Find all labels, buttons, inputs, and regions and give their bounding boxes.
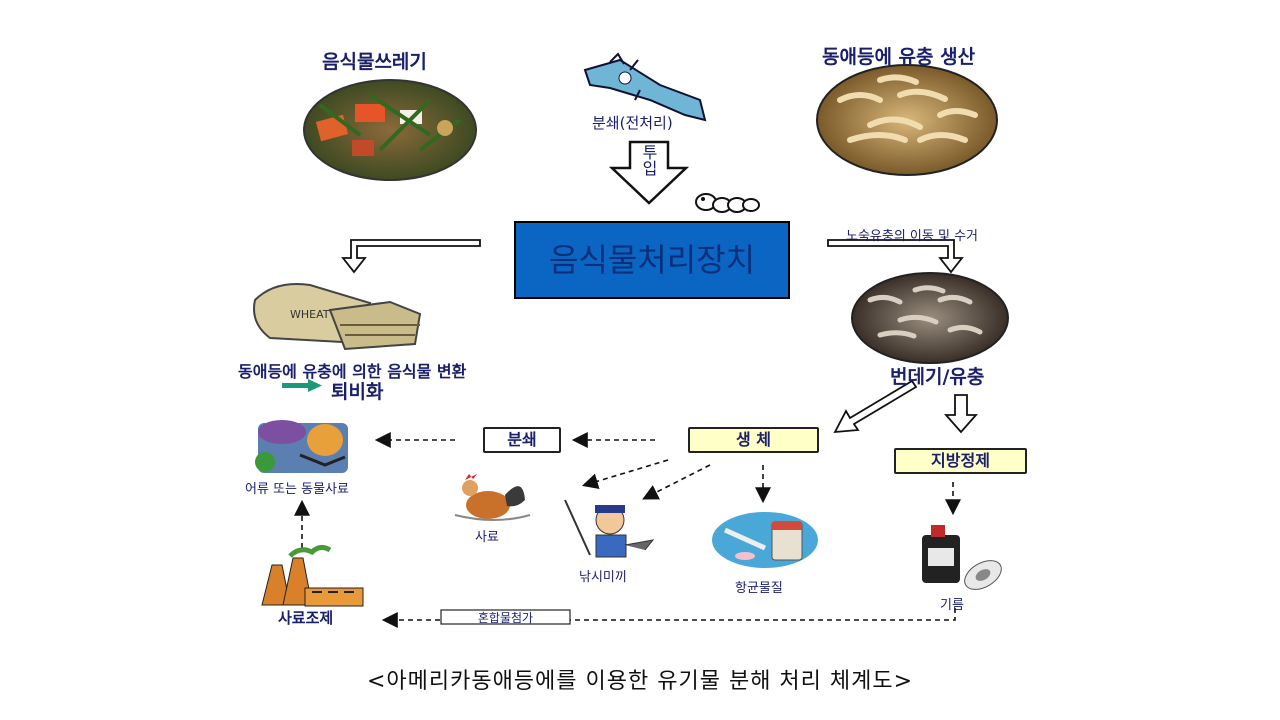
- larva-image: [816, 64, 998, 176]
- mixture-box: [440, 609, 571, 625]
- feed-manufacture-label: 사료조제: [278, 609, 334, 627]
- living-box: 생 체: [688, 427, 819, 453]
- factory-image: [261, 544, 364, 607]
- pupa-to-fat-arrow: [944, 394, 978, 434]
- insert-label: 투입: [642, 143, 658, 178]
- diagram-caption: <아메리카동애등에를 이용한 유기물 분해 처리 체계도>: [366, 669, 914, 694]
- bait-label: 낚시미끼: [579, 570, 627, 585]
- compost-arrow: [282, 379, 322, 392]
- larva-production-label: 동애등에 유충 생산: [822, 46, 976, 68]
- svg-text:WHEAT: WHEAT: [290, 308, 330, 321]
- dashed-arrows: [294, 432, 961, 628]
- feed-label: 사료: [475, 530, 499, 545]
- pupa-larva-label: 번데기/유충: [890, 366, 985, 388]
- insert-arrow: [608, 140, 690, 205]
- oil-label: 기름: [940, 598, 964, 613]
- antibiotic-label: 항균물질: [735, 581, 783, 596]
- antibiotic-image: [712, 512, 818, 568]
- food-waste-processor-box: 음식물처리장치: [514, 221, 790, 299]
- fish-feed-image: [255, 420, 348, 473]
- food-waste-label: 음식물쓰레기: [322, 51, 427, 73]
- fish-feed-label: 어류 또는 동물사료: [245, 482, 349, 497]
- food-waste-image: [303, 79, 477, 181]
- mixture-label: 혼합물첨가: [477, 611, 534, 625]
- shred-box: 분쇄: [483, 427, 561, 453]
- grinder-icon: [583, 52, 707, 122]
- conversion-label: 동애등에 유충에 의한 음식물 변환: [238, 362, 467, 381]
- fat-removal-box: 지방정제: [894, 448, 1027, 474]
- rooster-image: [454, 474, 531, 521]
- shred-pre-label: 분쇄(전처리): [592, 114, 673, 132]
- pupa-to-living-arrow: [833, 379, 918, 434]
- left-output-arrow: [341, 239, 481, 274]
- right-output-arrow: [827, 239, 964, 274]
- collect-label: 노숙유충의 이동 및 수거: [846, 229, 978, 244]
- pupa-image: [851, 272, 1009, 364]
- compost-label: 퇴비화: [331, 381, 384, 403]
- oil-image: [922, 525, 1002, 590]
- wheat-sacks-image: WHEAT: [253, 283, 422, 351]
- larva-icon: [695, 193, 760, 213]
- fisherman-image: [564, 499, 655, 558]
